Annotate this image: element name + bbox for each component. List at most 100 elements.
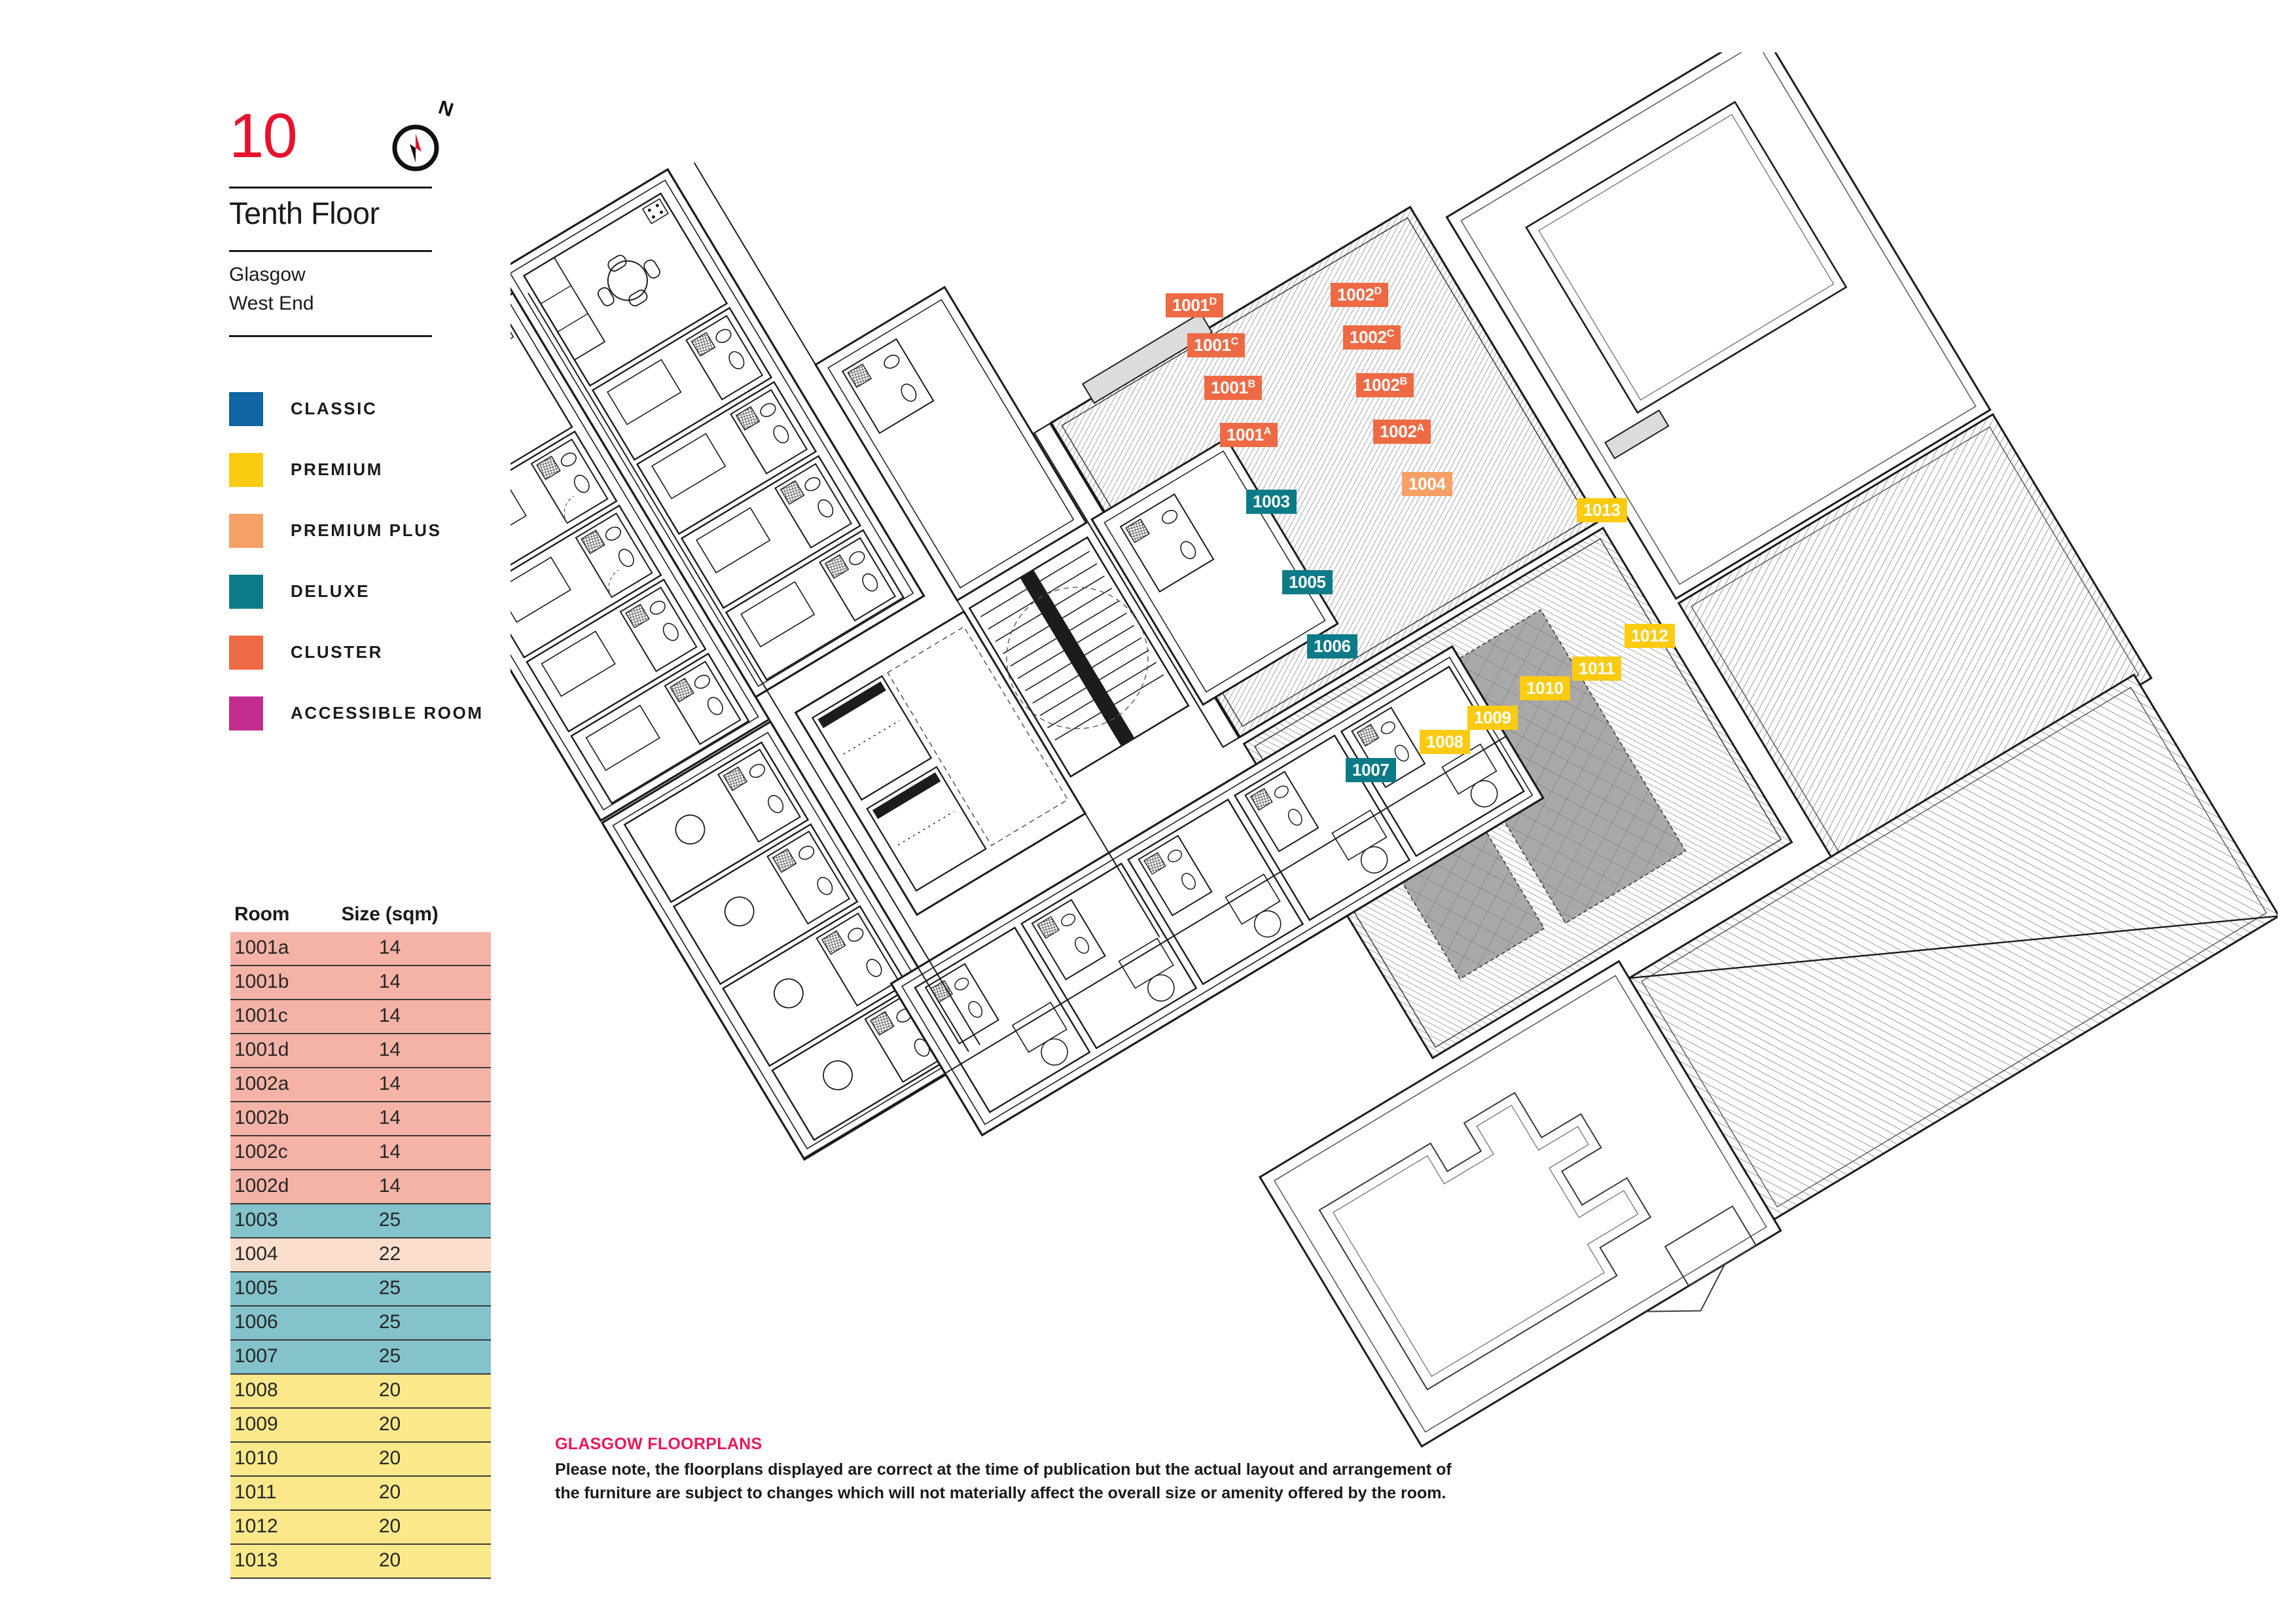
room-tag-1008[interactable]: 1008 [1420,730,1470,754]
room-tag-number: 1006 [1314,636,1351,656]
room-tag-1013[interactable]: 1013 [1577,498,1627,522]
legend-swatch [229,513,263,548]
legend-item-premium-plus: PREMIUM PLUS [229,500,484,561]
room-tag-number: 1013 [1583,500,1621,520]
cell-size: 20 [315,1374,491,1409]
svg-text:N: N [436,101,456,121]
room-tag-number: 1012 [1631,626,1668,645]
legend-swatch [229,635,263,670]
table-header-row: Room Size (sqm) [230,903,491,932]
divider-middle [229,250,432,252]
cell-room: 1008 [230,1374,315,1409]
room-tag-1001c[interactable]: 1001C [1187,333,1246,357]
divider-top [229,187,432,189]
room-tag-1009[interactable]: 1009 [1467,706,1518,730]
cell-size: 14 [315,1102,491,1136]
footer-note-body: Please note, the floorplans displayed ar… [555,1458,1484,1505]
cell-size: 20 [315,1476,491,1511]
legend-label: CLASSIC [291,399,378,418]
wing-1002 [511,168,925,699]
column-header-room: Room [234,903,290,925]
legend-item-classic: CLASSIC [229,378,484,439]
room-tag-suffix: B [1399,375,1408,388]
legend-swatch [229,574,263,609]
cell-room: 1006 [230,1306,315,1341]
room-tag-number: 1002 [1363,375,1400,395]
room-tag-1010[interactable]: 1010 [1520,676,1570,700]
room-tag-number: 1001 [1172,295,1210,315]
floor-number: 10 [229,101,298,171]
legend-item-cluster: CLUSTER [229,622,484,683]
room-tag-1012[interactable]: 1012 [1624,624,1675,648]
cell-size: 25 [315,1306,491,1341]
room-tag-1002a[interactable]: 1002A [1373,420,1431,444]
room-tag-suffix: A [1263,425,1272,437]
cell-room: 1002c [230,1136,315,1170]
cell-room: 1002d [230,1170,315,1204]
cell-size: 14 [315,1034,491,1068]
room-tag-suffix: D [1374,285,1382,297]
cell-size: 20 [315,1510,491,1545]
cell-room: 1004 [230,1238,315,1272]
wing-east-bays [814,285,1339,706]
legend-label: PREMIUM PLUS [291,520,442,540]
room-tag-1004[interactable]: 1004 [1402,472,1452,496]
cell-room: 1010 [230,1442,315,1477]
room-tag-1002c[interactable]: 1002C [1343,325,1401,350]
room-tag-number: 1001 [1194,335,1231,355]
legend-swatch [229,391,263,426]
room-tag-number: 1003 [1253,492,1290,511]
room-tag-1007[interactable]: 1007 [1346,758,1396,782]
cell-room: 1001a [230,932,315,966]
cell-size: 14 [315,1000,491,1034]
room-tag-suffix: D [1209,295,1217,308]
room-tag-1001b[interactable]: 1001B [1204,376,1263,400]
room-tag-1006[interactable]: 1006 [1307,634,1357,659]
column-header-size: Size (sqm) [341,903,439,925]
cell-size: 14 [315,1136,491,1170]
cell-size: 14 [315,1068,491,1102]
room-tag-1001a[interactable]: 1001A [1220,423,1278,447]
cell-size: 20 [315,1442,491,1477]
legend-label: ACCESSIBLE ROOM [291,703,484,723]
cell-size: 20 [315,1544,491,1579]
room-tag-1011[interactable]: 1011 [1572,657,1622,681]
room-tag-1003[interactable]: 1003 [1246,490,1297,514]
room-type-legend: CLASSIC PREMIUM PREMIUM PLUS DELUXE CLUSTER A… [229,378,484,744]
cell-size: 14 [315,932,491,966]
room-tag-number: 1007 [1352,760,1390,780]
cell-room: 1011 [230,1476,315,1511]
room-tag-suffix: C [1386,327,1395,340]
room-tag-1002b[interactable]: 1002B [1356,373,1414,397]
room-tag-1001d[interactable]: 1001D [1166,293,1224,317]
room-tag-1005[interactable]: 1005 [1282,570,1333,594]
floor-header: 10 N [229,96,491,183]
compass-icon: N [381,96,459,179]
corridors [516,162,1507,1159]
legend-swatch [229,696,263,731]
cell-size: 14 [315,1170,491,1204]
legend-swatch [229,452,263,487]
room-tag-number: 1001 [1211,378,1248,397]
room-tag-1002d[interactable]: 1002D [1331,283,1389,307]
room-tag-number: 1001 [1227,425,1264,444]
page-title: Tenth Floor [229,196,380,230]
legend-label: DELUXE [291,581,370,601]
cell-room: 1001c [230,1000,315,1034]
cell-size: 25 [315,1340,491,1375]
room-tag-number: 1009 [1474,708,1511,727]
cell-size: 14 [315,965,491,1000]
legend-label: PREMIUM [291,460,383,479]
roof-masses [1033,52,2278,1448]
